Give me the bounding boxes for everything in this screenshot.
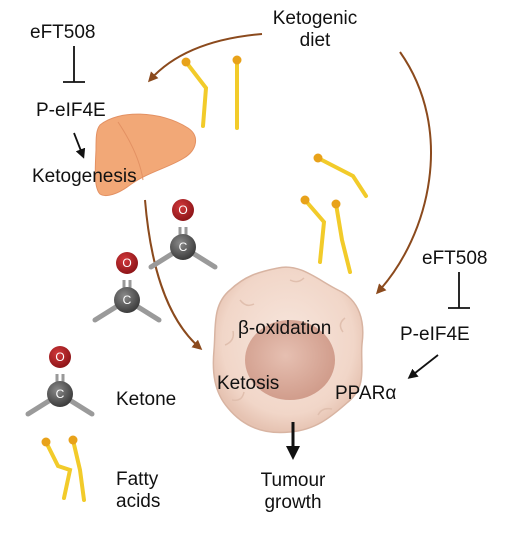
eft508-right-label: eFT508 bbox=[422, 248, 488, 269]
oxygen-atom-label: O bbox=[178, 203, 187, 217]
peif4e-to-ketogenesis-arrow bbox=[73, 132, 86, 159]
legend-fatty-acids-label: Fatty acids bbox=[116, 469, 160, 513]
ketogenic-diet-line-2: diet bbox=[299, 30, 331, 51]
ketogenesis-to-cell-arrow bbox=[144, 199, 203, 350]
liver-icon bbox=[94, 113, 196, 197]
ketogenic-diet-label: Ketogenic diet bbox=[262, 8, 368, 52]
tumour-growth-line-2: growth bbox=[264, 492, 322, 513]
ketogenic-diet-line-1: Ketogenic bbox=[272, 8, 358, 29]
beta-oxidation-label: β-oxidation bbox=[238, 318, 332, 339]
eft508-inhibition-right bbox=[448, 272, 470, 309]
ketone-legend-molecule bbox=[25, 346, 95, 417]
tumour-growth-line-1: Tumour bbox=[260, 470, 326, 491]
ketone-molecule bbox=[148, 199, 218, 270]
ppar-alpha-label: PPARα bbox=[335, 383, 397, 404]
diet-to-liver-arrow bbox=[148, 33, 263, 83]
tumour-growth-label: Tumour growth bbox=[245, 470, 341, 514]
diet-to-cell-arrow bbox=[375, 51, 432, 295]
fatty-acids-line-1: Fatty bbox=[116, 469, 159, 490]
oxygen-atom-label: O bbox=[55, 350, 64, 364]
oxygen-atom-label: O bbox=[122, 256, 131, 270]
fatty-acids-line-2: acids bbox=[116, 491, 161, 512]
ketone-molecule bbox=[92, 252, 162, 323]
eft508-inhibition-left bbox=[63, 46, 85, 83]
peif4e-to-ppar-arrow bbox=[407, 354, 439, 379]
carbon-atom-label: C bbox=[56, 387, 65, 401]
peif4e-left-label: P-eIF4E bbox=[36, 100, 106, 121]
eft508-left-label: eFT508 bbox=[30, 22, 96, 43]
legend-ketone-label: Ketone bbox=[116, 389, 177, 410]
ketosis-label: Ketosis bbox=[217, 373, 280, 394]
fatty-acid-icon bbox=[44, 58, 368, 502]
peif4e-right-label: P-eIF4E bbox=[400, 324, 470, 345]
ketogenesis-label: Ketogenesis bbox=[32, 166, 137, 187]
liver-lobe-line bbox=[117, 121, 144, 181]
fatty-acid-heads bbox=[41, 55, 341, 447]
tumour-cell-icon bbox=[212, 266, 364, 434]
carbon-atom-label: C bbox=[179, 240, 188, 254]
carbon-atom-label: C bbox=[123, 293, 132, 307]
